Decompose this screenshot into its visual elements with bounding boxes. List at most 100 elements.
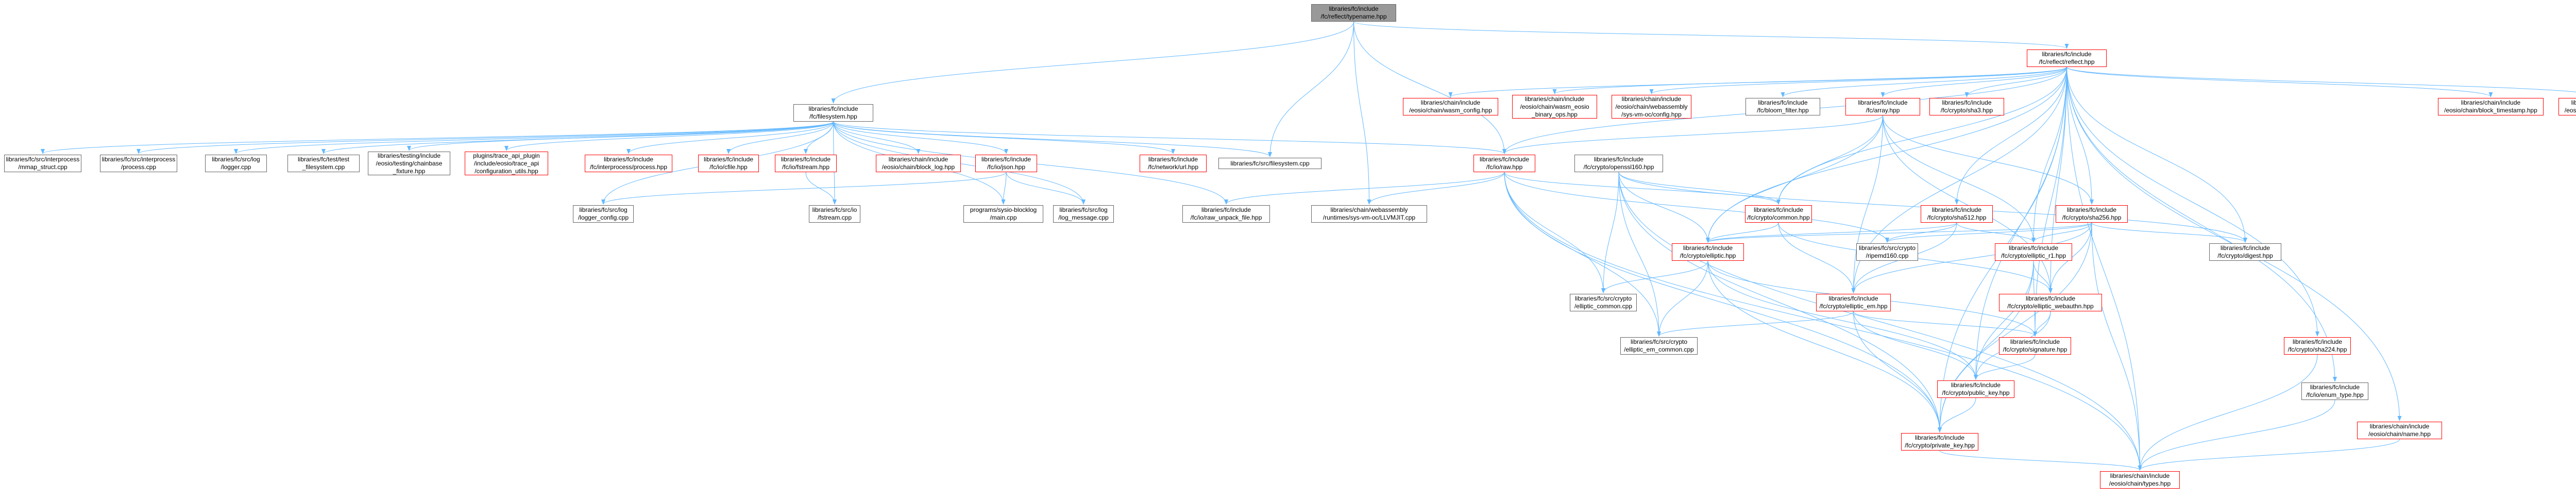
node-elliptic-r1[interactable]: libraries/fc/include /fc/crypto/elliptic… [1995, 243, 2072, 261]
node-sha3[interactable]: libraries/fc/include /fc/crypto/sha3.hpp [1929, 98, 2004, 115]
node-testing-chainbase[interactable]: libraries/testing/include /eosio/testing… [368, 152, 450, 175]
edge-json-to-sysio-main [1001, 172, 1007, 205]
node-webauthn[interactable]: libraries/fc/include /fc/crypto/elliptic… [1999, 294, 2102, 311]
node-ripemd-cpp[interactable]: libraries/fc/src/crypto /ripemd160.cpp [1856, 243, 1918, 261]
edge-signature-to-public-key [1974, 354, 2036, 380]
edge-sha512-to-ripemd-cpp [1885, 222, 1957, 243]
edge-sha512-to-elliptic [1706, 222, 1957, 243]
edge-root-to-reflect [1353, 21, 2069, 49]
node-fc-io[interactable]: libraries/fc/include /fc/io/cfile.hpp [698, 155, 759, 172]
node-public-key[interactable]: libraries/fc/include /fc/crypto/public_k… [1937, 380, 2014, 398]
node-array[interactable]: libraries/fc/include /fc/array.hpp [1845, 98, 1920, 115]
node-json[interactable]: libraries/fc/include /fc/io/json.hpp [975, 155, 1037, 172]
node-sha256[interactable]: libraries/fc/include /fc/crypto/sha256.h… [2056, 205, 2128, 223]
node-logger-config[interactable]: libraries/fc/src/log /logger_config.cpp [573, 205, 634, 223]
edge-reflect-to-sha3 [1964, 66, 2067, 97]
edge-sha256-to-elliptic [1706, 222, 2092, 243]
edge-reflect-to-signature [2033, 66, 2067, 337]
node-fstream-cpp[interactable]: libraries/fc/src/io /fstream.cpp [809, 205, 860, 223]
edge-fstream-to-fstream-cpp [805, 172, 837, 205]
edge-elliptic-r1-to-private-key [1938, 260, 2034, 433]
node-block-log[interactable]: libraries/chain/include /eosio/chain/blo… [876, 155, 961, 172]
edge-sha256-to-digest [2091, 222, 2247, 243]
node-sha224[interactable]: libraries/fc/include /fc/crypto/sha224.h… [2284, 337, 2351, 355]
node-name[interactable]: libraries/chain/include /eosio/chain/nam… [2357, 422, 2442, 439]
edge-filesystem-to-interproc-process [137, 121, 834, 154]
edge-filesystem-to-test-fs [321, 121, 834, 154]
node-raw[interactable]: libraries/fc/include /fc/io/raw.hpp [1473, 155, 1535, 172]
node-log-logger[interactable]: libraries/fc/src/log /logger.cpp [205, 155, 267, 172]
node-signature[interactable]: libraries/fc/include /fc/crypto/signatur… [1999, 337, 2071, 355]
node-eosio-config[interactable]: libraries/chain/include /eosio/chain/was… [1403, 98, 1498, 115]
node-fs-cpp[interactable]: libraries/fc/src/filesystem.cpp [1218, 158, 1321, 169]
node-enum-type[interactable]: libraries/fc/include /fc/io/enum_type.hp… [2301, 382, 2368, 400]
node-test-fs[interactable]: libraries/fc/test/test _filesystem.cpp [287, 155, 360, 172]
edge-root-to-runtimes [1353, 21, 1371, 205]
edge-openssl160-to-elliptic-em-common [1618, 172, 1661, 337]
edge-array-to-elliptic [1706, 115, 1883, 243]
node-elliptic-common[interactable]: libraries/fc/src/crypto /elliptic_common… [1570, 294, 1637, 311]
edge-elliptic-to-private-key [1707, 260, 1942, 433]
edge-openssl160-to-elliptic [1618, 172, 1710, 243]
node-block-ts[interactable]: libraries/chain/include /eosio/chain/blo… [2438, 98, 2544, 115]
edge-reflect-to-enum-type [2066, 66, 2337, 382]
edge-raw-to-common [1504, 172, 1781, 205]
edge-array-to-elliptic-r1 [1883, 115, 2036, 243]
node-common[interactable]: libraries/fc/include /fc/crypto/common.h… [1745, 205, 1812, 223]
edge-reflect-to-sha224 [2066, 66, 2319, 337]
edge-private-key-to-types [1939, 450, 2142, 471]
node-wasm-binary[interactable]: libraries/chain/include /eosio/chain/was… [1512, 95, 1597, 119]
node-raw-unpack[interactable]: libraries/fc/include /fc/io/raw_unpack_f… [1182, 205, 1270, 223]
node-sysio-main[interactable]: programs/sysio-blocklog /main.cpp [963, 205, 1043, 223]
node-fc-process[interactable]: libraries/fc/include /fc/interprocess/pr… [585, 155, 672, 172]
node-trace-api[interactable]: plugins/trace_api_plugin /include/eosio/… [465, 152, 548, 175]
edge-reflect-to-kv-config [2066, 66, 2576, 92]
edge-sha256-to-elliptic-em [1851, 222, 2092, 293]
edge-reflect-to-types [2066, 66, 2142, 471]
node-digest[interactable]: libraries/fc/include /fc/crypto/digest.h… [2209, 243, 2281, 261]
edge-sha224-to-types [2138, 354, 2318, 471]
node-bloom[interactable]: libraries/fc/include /fc/bloom_filter.hp… [1745, 98, 1820, 115]
node-root[interactable]: libraries/fc/include /fc/reflect/typenam… [1311, 4, 1396, 22]
node-fstream[interactable]: libraries/fc/include /fc/io/fstream.hpp [775, 155, 837, 172]
node-interproc-process[interactable]: libraries/fc/src/interprocess /process.c… [100, 155, 177, 172]
edge-array-to-elliptic-em [1851, 115, 1883, 293]
edge-filesystem-to-testing-chainbase [407, 121, 834, 151]
edge-array-to-sha256 [1883, 115, 2094, 205]
node-network-url[interactable]: libraries/fc/include /fc/network/url.hpp [1140, 155, 1207, 172]
node-runtimes[interactable]: libraries/chain/webassembly /runtimes/sy… [1311, 205, 1427, 223]
edge-enum-type-to-types [2138, 400, 2335, 471]
edge-filesystem-to-fc-process [626, 121, 834, 154]
edge-reflect-to-bloom [1781, 66, 2067, 97]
edge-array-to-common [1776, 115, 1883, 205]
edge-elliptic-to-elliptic-em-common [1657, 260, 1708, 337]
node-log-message[interactable]: libraries/fc/src/log /log_message.cpp [1053, 205, 1114, 223]
edge-sha256-to-ripemd-cpp [1885, 222, 2092, 243]
node-private-key[interactable]: libraries/fc/include /fc/crypto/private_… [1901, 433, 1978, 451]
edge-elliptic-em-to-signature [1853, 311, 2037, 337]
node-webassembly-config[interactable]: libraries/chain/include /eosio/chain/web… [1612, 95, 1691, 119]
edge-name-to-types [2138, 439, 2400, 471]
edge-openssl160-to-common [1618, 172, 1781, 205]
edge-json-to-log-message [1006, 172, 1086, 205]
node-elliptic-em-common[interactable]: libraries/fc/src/crypto /elliptic_em_com… [1620, 337, 1698, 355]
node-kv-config[interactable]: libraries/chain/include /eosio/chain/kv_… [2558, 98, 2576, 115]
node-sha512[interactable]: libraries/fc/include /fc/crypto/sha512.h… [1921, 205, 1993, 223]
edge-filesystem-to-fc-io [726, 121, 834, 154]
node-interproc-mmap[interactable]: libraries/fc/src/interprocess /mmap_stru… [4, 155, 81, 172]
node-openssl160[interactable]: libraries/fc/include /fc/crypto/openssl1… [1574, 155, 1663, 172]
edge-elliptic-r1-to-webauthn [2033, 260, 2053, 293]
edge-filesystem-to-raw [833, 121, 1506, 154]
edge-reflect-to-sha512 [1955, 66, 2067, 205]
node-elliptic[interactable]: libraries/fc/include /fc/crypto/elliptic… [1672, 243, 1744, 261]
node-reflect[interactable]: libraries/fc/include /fc/reflect/reflect… [2027, 49, 2107, 67]
edge-raw-to-ripemd-cpp [1504, 172, 1889, 243]
node-types[interactable]: libraries/chain/include /eosio/chain/typ… [2100, 471, 2180, 489]
node-filesystem[interactable]: libraries/fc/include /fc/filesystem.hpp [793, 104, 873, 122]
edge-filesystem-to-block-log [833, 121, 921, 154]
edge-elliptic-em-to-elliptic-em-common [1657, 311, 1854, 337]
edge-reflect-to-array [1880, 66, 2067, 97]
node-elliptic-em[interactable]: libraries/fc/include /fc/crypto/elliptic… [1816, 294, 1891, 311]
edge-elliptic-em-to-private-key [1853, 311, 1942, 433]
edge-reflect-to-sha256 [2066, 66, 2094, 205]
